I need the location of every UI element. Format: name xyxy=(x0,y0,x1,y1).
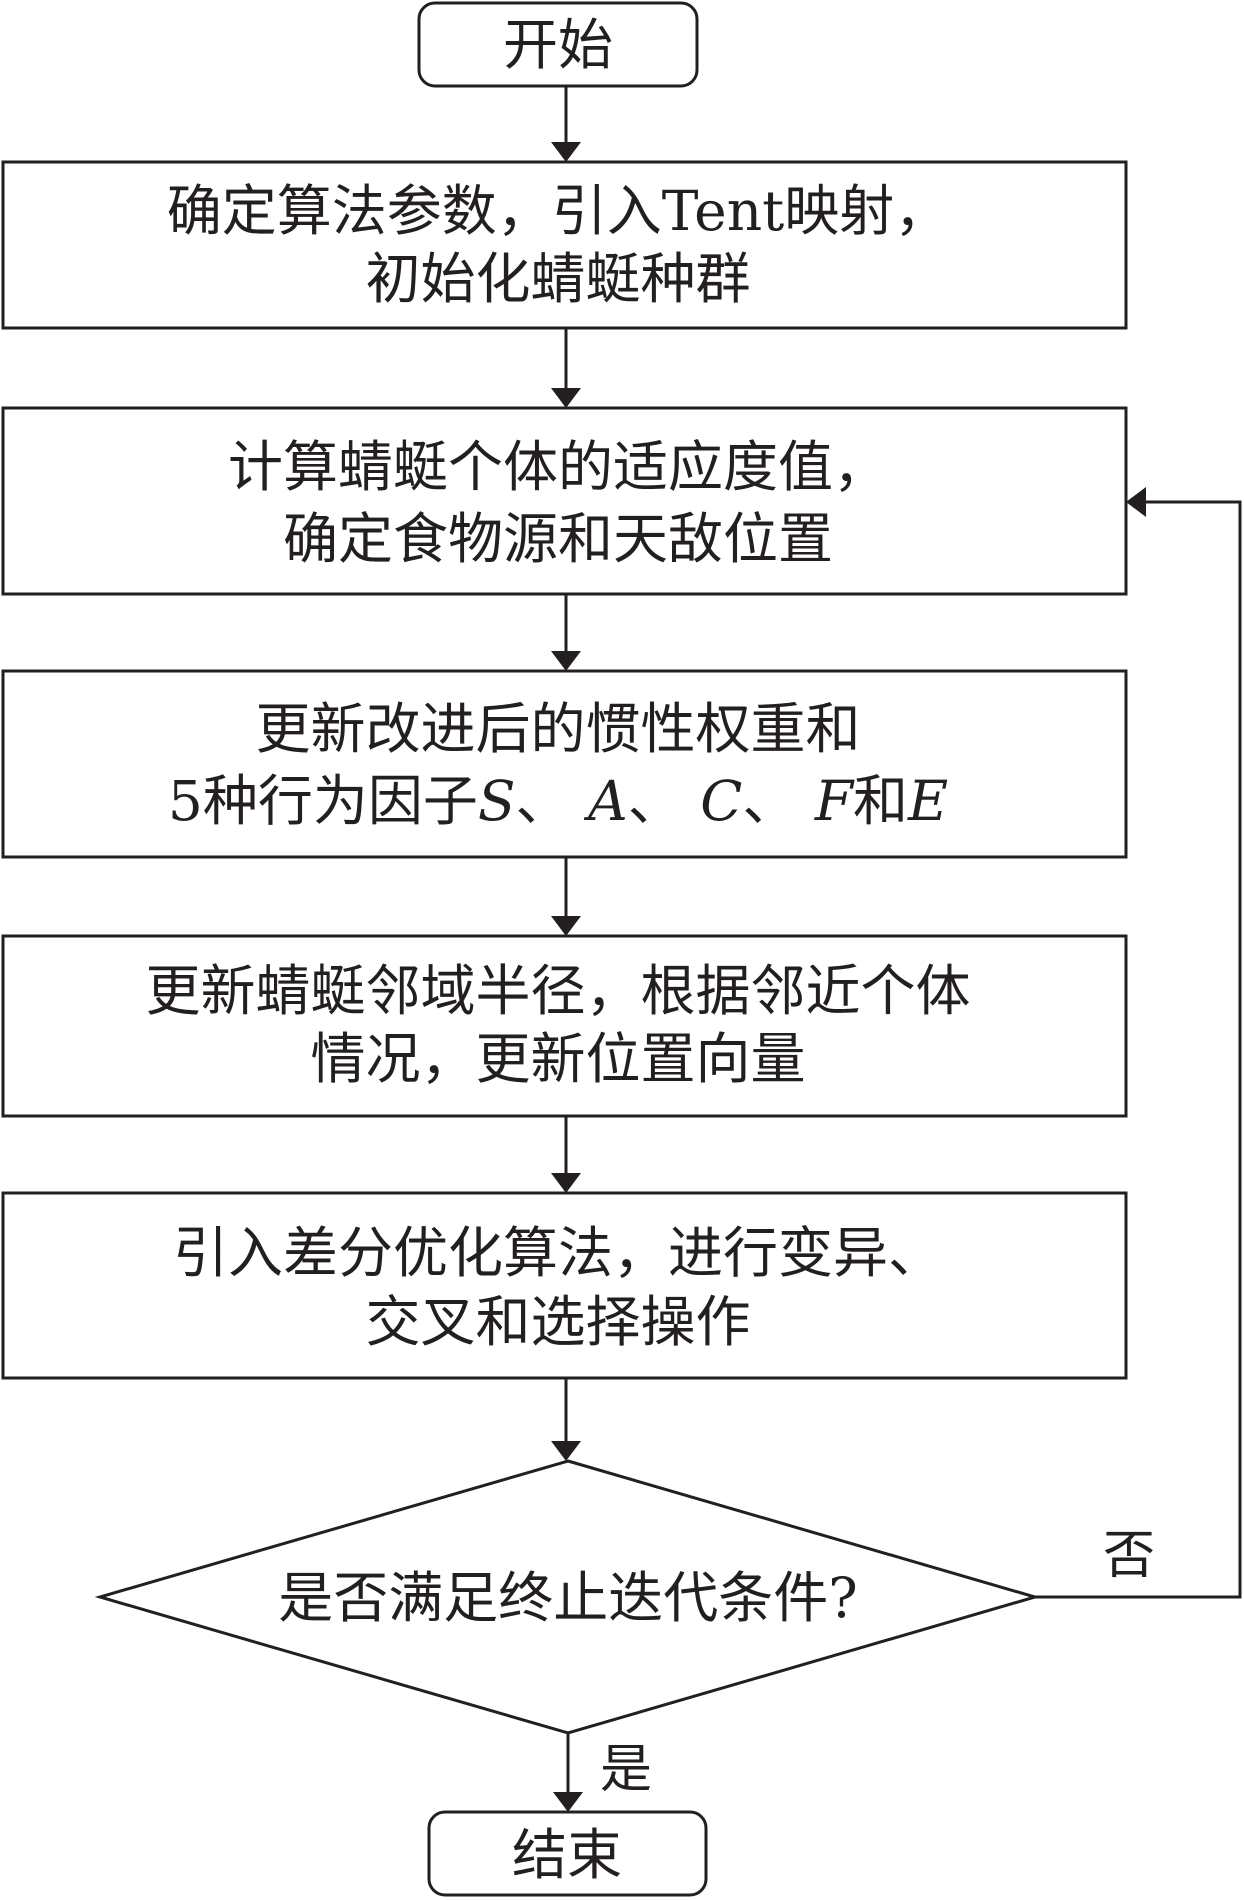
fitness-process-box: 计算蜻蜓个体的适应度值， 确定食物源和天敌位置 xyxy=(1,406,1128,596)
end-label: 结束 xyxy=(512,1823,622,1887)
start-node: 开始 xyxy=(417,1,699,88)
decision-diamond: 是否满足终止迭代条件? xyxy=(94,1459,1041,1735)
separator-3: 、 xyxy=(742,769,814,833)
decision-label: 是否满足终止迭代条件? xyxy=(278,1566,858,1630)
factor-c: C xyxy=(700,769,742,833)
init-line-2: 初始化蜻蜓种群 xyxy=(365,247,750,311)
no-label: 否 xyxy=(1103,1526,1155,1586)
update-weights-line-2: 5种行为因子S、 A、 C、 F和E xyxy=(168,769,948,833)
update-weights-box: 更新改进后的惯性权重和 5种行为因子S、 A、 C、 F和E xyxy=(1,669,1128,859)
update-position-line-1: 更新蜻蜓邻域半径，根据邻近个体 xyxy=(145,959,970,1023)
factor-f: F xyxy=(814,769,855,833)
factor-e: E xyxy=(907,769,948,833)
fitness-line-1: 计算蜻蜓个体的适应度值， xyxy=(228,435,888,499)
differential-box: 引入差分优化算法，进行变异、 交叉和选择操作 xyxy=(1,1191,1128,1380)
separator-1: 、 xyxy=(516,769,588,833)
update-position-box: 更新蜻蜓邻域半径，根据邻近个体 情况，更新位置向量 xyxy=(1,934,1128,1118)
and-word: 和 xyxy=(853,769,908,833)
init-line-1: 确定算法参数，引入Tent映射， xyxy=(167,179,950,243)
fitness-line-2: 确定食物源和天敌位置 xyxy=(283,507,833,571)
factor-s: S xyxy=(478,769,516,833)
end-node: 结束 xyxy=(427,1810,708,1897)
factor-count-label: 5种行为因子 xyxy=(168,769,478,833)
update-weights-line-1: 更新改进后的惯性权重和 xyxy=(255,697,860,761)
arrow-no-loop-back xyxy=(1035,487,1242,1599)
update-position-line-2: 情况，更新位置向量 xyxy=(310,1027,805,1091)
differential-line-1: 引入差分优化算法，进行变异、 xyxy=(173,1221,943,1285)
init-process-box: 确定算法参数，引入Tent映射， 初始化蜻蜓种群 xyxy=(1,160,1128,330)
yes-label: 是 xyxy=(600,1740,652,1800)
separator-2: 、 xyxy=(628,769,700,833)
differential-line-2: 交叉和选择操作 xyxy=(365,1290,750,1354)
factor-a: A xyxy=(583,769,628,833)
start-label: 开始 xyxy=(503,13,613,77)
